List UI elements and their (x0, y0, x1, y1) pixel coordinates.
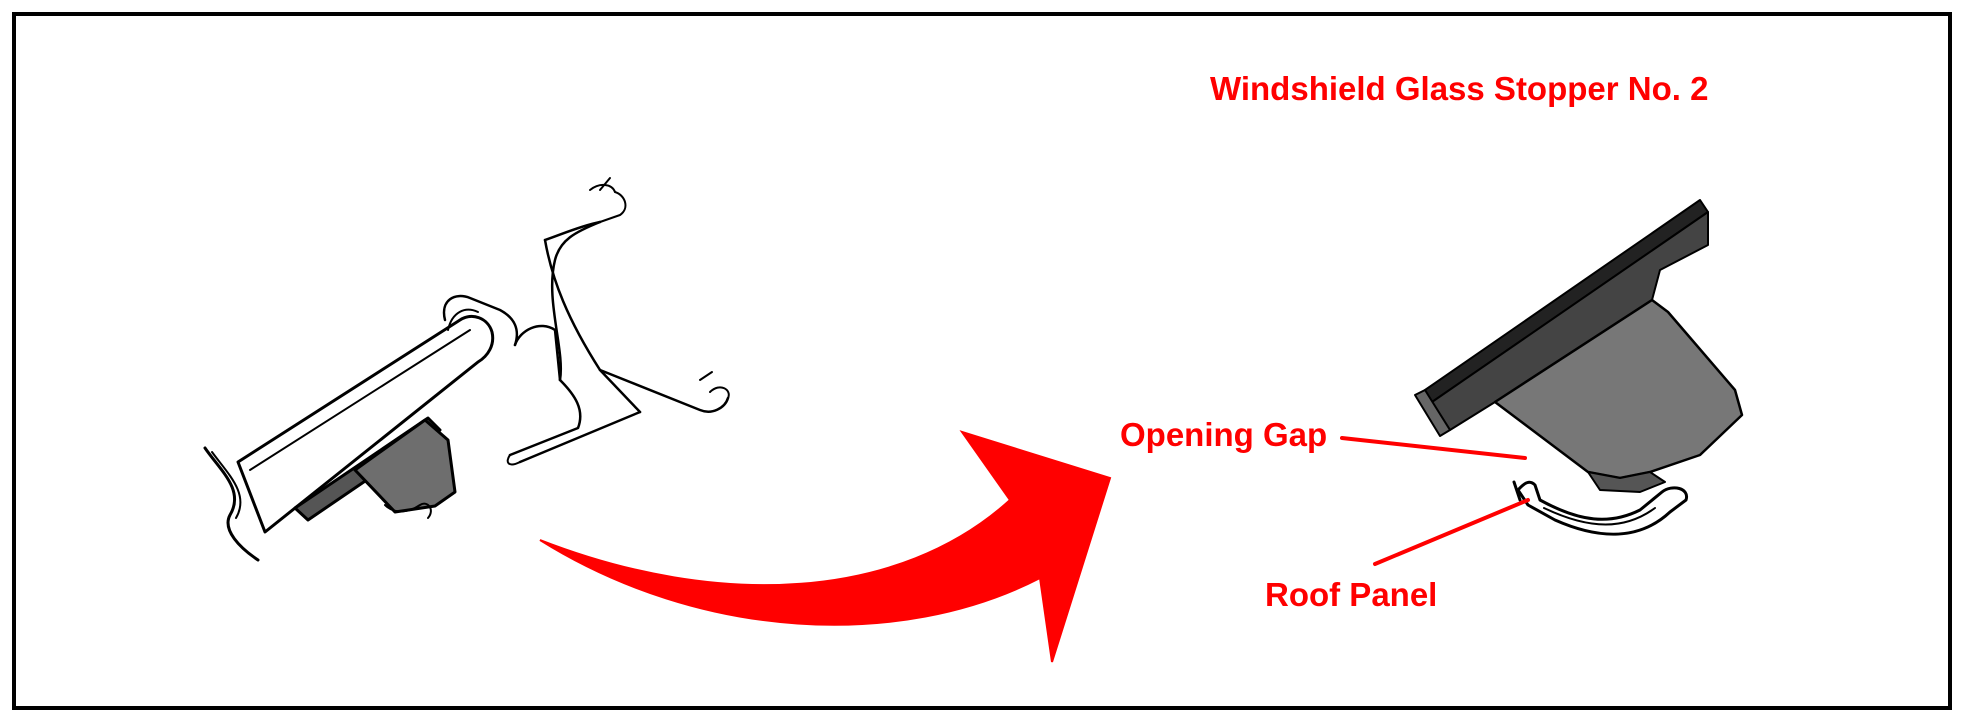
installed-stopper-illustration (203, 177, 730, 562)
opening-gap-label: Opening Gap (1120, 416, 1328, 453)
stopper-closeup-illustration (1414, 199, 1744, 536)
diagram-title: Windshield Glass Stopper No. 2 (1210, 70, 1709, 107)
callout-leaders (1340, 436, 1530, 566)
roof-panel-label: Roof Panel (1265, 576, 1438, 613)
transition-arrow (539, 430, 1112, 663)
roof-panel-leader (1373, 498, 1530, 566)
opening-gap-leader (1340, 436, 1527, 460)
